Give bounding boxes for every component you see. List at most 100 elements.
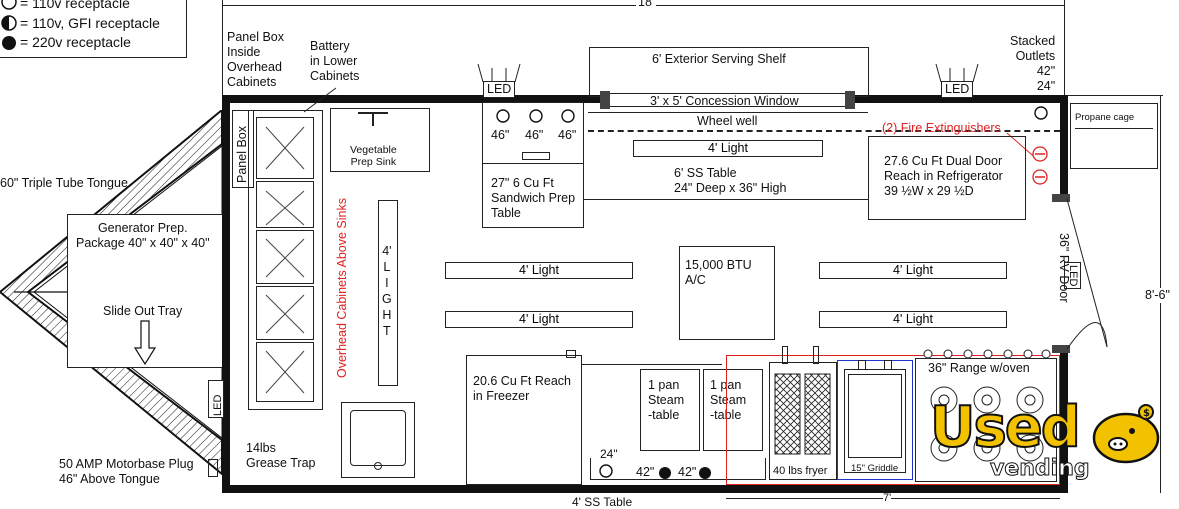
vertical-light-label: 4' L I G H T: [382, 244, 392, 338]
wall-right-upper: [1060, 95, 1068, 197]
panel-box-inside-label: Panel Box Inside Overhead Cabinets: [227, 30, 284, 89]
griddle: [844, 369, 906, 473]
outlet-42-a: 42": [636, 465, 655, 479]
outlet-42-b: 42": [678, 465, 697, 479]
legend-label-110v: = 110v receptacle: [20, 0, 130, 11]
svg-text:$: $: [1143, 408, 1150, 419]
overhead-cabinet-frame: [248, 110, 323, 410]
led-side-label-left: LED: [212, 394, 224, 416]
logo-word: Used: [929, 395, 1082, 460]
wheel-well-line-top: [588, 112, 868, 113]
filled-circle-icon: [2, 36, 16, 50]
range-burners: [930, 386, 1044, 462]
overall-width: 8'-6": [1144, 288, 1171, 303]
counter-shelf: [590, 458, 766, 480]
light-left-lower: 4' Light: [445, 311, 633, 328]
logo-sub: vending: [990, 456, 1091, 482]
concession-window-label: 3' x 5' Concession Window: [650, 94, 799, 108]
legend-label-gfi: = 110v, GFI receptacle: [20, 15, 160, 31]
legend: = 110v receptacle = 110v, GFI receptacle…: [0, 0, 187, 58]
wall-bottom: [222, 485, 1068, 493]
dimension-tick-right-top: [1068, 95, 1163, 96]
motorbase-label: 50 AMP Motorbase Plug 46" Above Tongue: [59, 457, 194, 486]
propane-inner-line: [1075, 128, 1153, 129]
freezer-label: 20.6 Cu Ft Reach in Freezer: [473, 374, 571, 403]
wheel-well-dash: [588, 130, 1060, 132]
outlet-icon: [496, 109, 575, 123]
refrigerator: [868, 136, 1026, 220]
down-arrow-icon: [134, 320, 156, 366]
griddle-label: 15" Griddle: [851, 463, 899, 474]
generator-label: Generator Prep. Package 40" x 40" x 40": [76, 221, 210, 250]
half-circle-icon: [1, 15, 17, 31]
tongue-label: 60" Triple Tube Tongue: [0, 176, 128, 190]
fryer: [769, 362, 837, 480]
dimension-tick-right: [1064, 0, 1065, 95]
wall-door-jamb-bottom: [1052, 345, 1070, 353]
fryer-handle-2: [813, 346, 819, 364]
outlet-icon: [599, 464, 613, 478]
piggy-bank-icon: $: [1092, 404, 1160, 464]
griddle-knob-1: [858, 360, 866, 370]
motorbase-plug: [208, 459, 218, 477]
cook-line-dim: [726, 498, 1060, 499]
fryer-label: 40 lbs fryer: [773, 465, 828, 477]
battery-label: Battery in Lower Cabinets: [310, 39, 360, 83]
led-label-left: LED: [483, 81, 516, 98]
prep-table-handle: [522, 152, 550, 160]
sandwich-prep-table-label: 27" 6 Cu Ft Sandwich Prep Table: [491, 176, 576, 220]
led-side-label: LED: [1064, 262, 1081, 290]
range: [915, 358, 1057, 482]
ss-table-bottom-label: 4' SS Table: [572, 495, 633, 509]
steam-table-1-label: 1 pan Steam -table: [648, 378, 685, 422]
vegetable-prep-sink: [330, 108, 430, 172]
wheel-well-label: Wheel well: [697, 114, 758, 128]
slide-tray-label: Slide Out Tray: [103, 304, 183, 318]
propane-cage-label: Propane cage: [1075, 112, 1135, 123]
ac-unit: [679, 246, 775, 340]
hand-sink: [341, 402, 415, 478]
range-label: 36" Range w/oven: [928, 361, 1030, 375]
refrigerator-label: 27.6 Cu Ft Dual Door Reach in Refrigerat…: [884, 154, 1003, 198]
wall-left: [222, 95, 230, 493]
rv-door-swing: [1066, 198, 1108, 350]
window-post-left: [600, 91, 610, 109]
cabinet-x-marks: [265, 126, 305, 394]
open-circle-icon: [1, 0, 17, 10]
steam-table-2: [703, 369, 763, 451]
led-fixture-icon: [935, 63, 979, 83]
fryer-handle-1: [782, 346, 788, 364]
cook-line-dim-label: 7': [883, 492, 892, 504]
cabinet-door-1: [256, 117, 314, 179]
counter-top-line: [582, 364, 722, 365]
griddle-knob-2: [884, 360, 892, 370]
led-fixture-icon: [477, 63, 521, 83]
vegetable-prep-sink-label: Vegetable Prep Sink: [350, 144, 397, 168]
cabinet-door-2: [256, 181, 314, 228]
led-side-box: [208, 380, 224, 418]
overall-length: 18': [636, 0, 657, 10]
ss-table-label: 6' SS Table 24" Deep x 36" High: [674, 166, 787, 195]
outlet-46-b: 46": [525, 128, 544, 142]
outlet-46-c: 46": [558, 128, 577, 142]
ac-label: 15,000 BTU A/C: [685, 258, 752, 287]
battery-pointer: [303, 87, 337, 113]
range-knobs: [923, 349, 1051, 359]
wall-door-jamb-top: [1052, 194, 1070, 202]
ss-table-line-bottom: [584, 199, 868, 200]
grease-trap-label: 14lbs Grease Trap: [246, 441, 316, 470]
light-right-lower: 4' Light: [819, 311, 1007, 328]
cabinet-door-4: [256, 286, 314, 340]
outlet-24-label: 24": [600, 447, 618, 461]
outlet-icon: [1034, 106, 1048, 120]
freezer-outlet: [566, 350, 576, 358]
light-left-upper: 4' Light: [445, 262, 633, 279]
outlet-220-icon: [699, 467, 711, 479]
ss-table-line-top: [584, 130, 868, 131]
sink-faucet-stem: [372, 112, 374, 126]
fire-extinguishers-label: (2) Fire Extinguishers: [882, 121, 1001, 135]
dimension-tick-left: [222, 0, 223, 95]
fryer-baskets: [774, 373, 831, 455]
prep-table-divider: [482, 163, 584, 164]
